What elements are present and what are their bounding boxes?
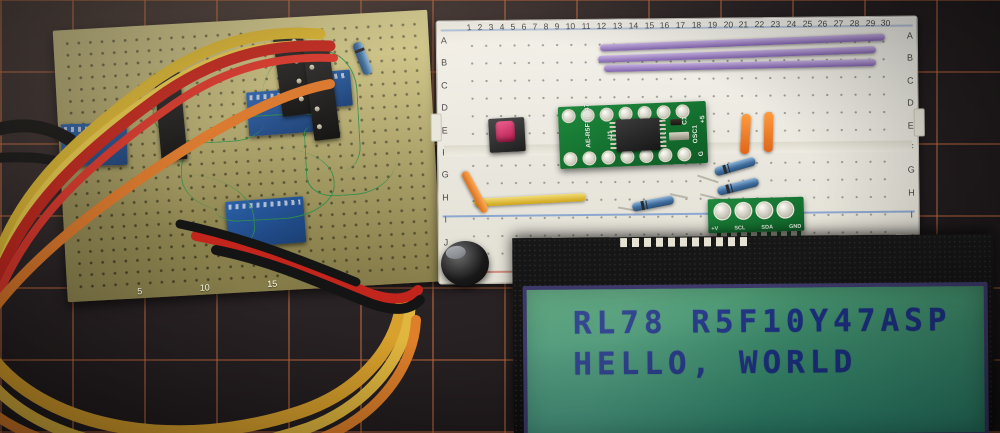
orange-signal-cable xyxy=(0,79,335,310)
yellow-power-cable xyxy=(0,27,326,268)
black-ground-cable xyxy=(211,245,425,314)
yellow-power-cable xyxy=(0,302,416,433)
lcd-text-line-2: HELLO, WORLD xyxy=(573,344,858,383)
red-power-cable xyxy=(0,40,336,286)
lcd-screen: RL78 R5F10Y47ASP HELLO, WORLD xyxy=(526,285,985,433)
orange-signal-cable xyxy=(0,315,421,433)
lcd-text-line-1: RL78 R5F10Y47ASP xyxy=(572,302,952,342)
lcd-pin-header xyxy=(620,237,751,248)
lcd-bezel: RL78 R5F10Y47ASP HELLO, WORLD xyxy=(522,281,989,433)
red-power-cable xyxy=(0,53,338,300)
black-ground-cable xyxy=(175,219,361,287)
black-ground-cable xyxy=(0,119,77,147)
yellow-power-cable xyxy=(0,293,409,433)
character-lcd-display: RL78 R5F10Y47ASP HELLO, WORLD xyxy=(512,233,995,433)
red-power-cable xyxy=(191,231,423,304)
